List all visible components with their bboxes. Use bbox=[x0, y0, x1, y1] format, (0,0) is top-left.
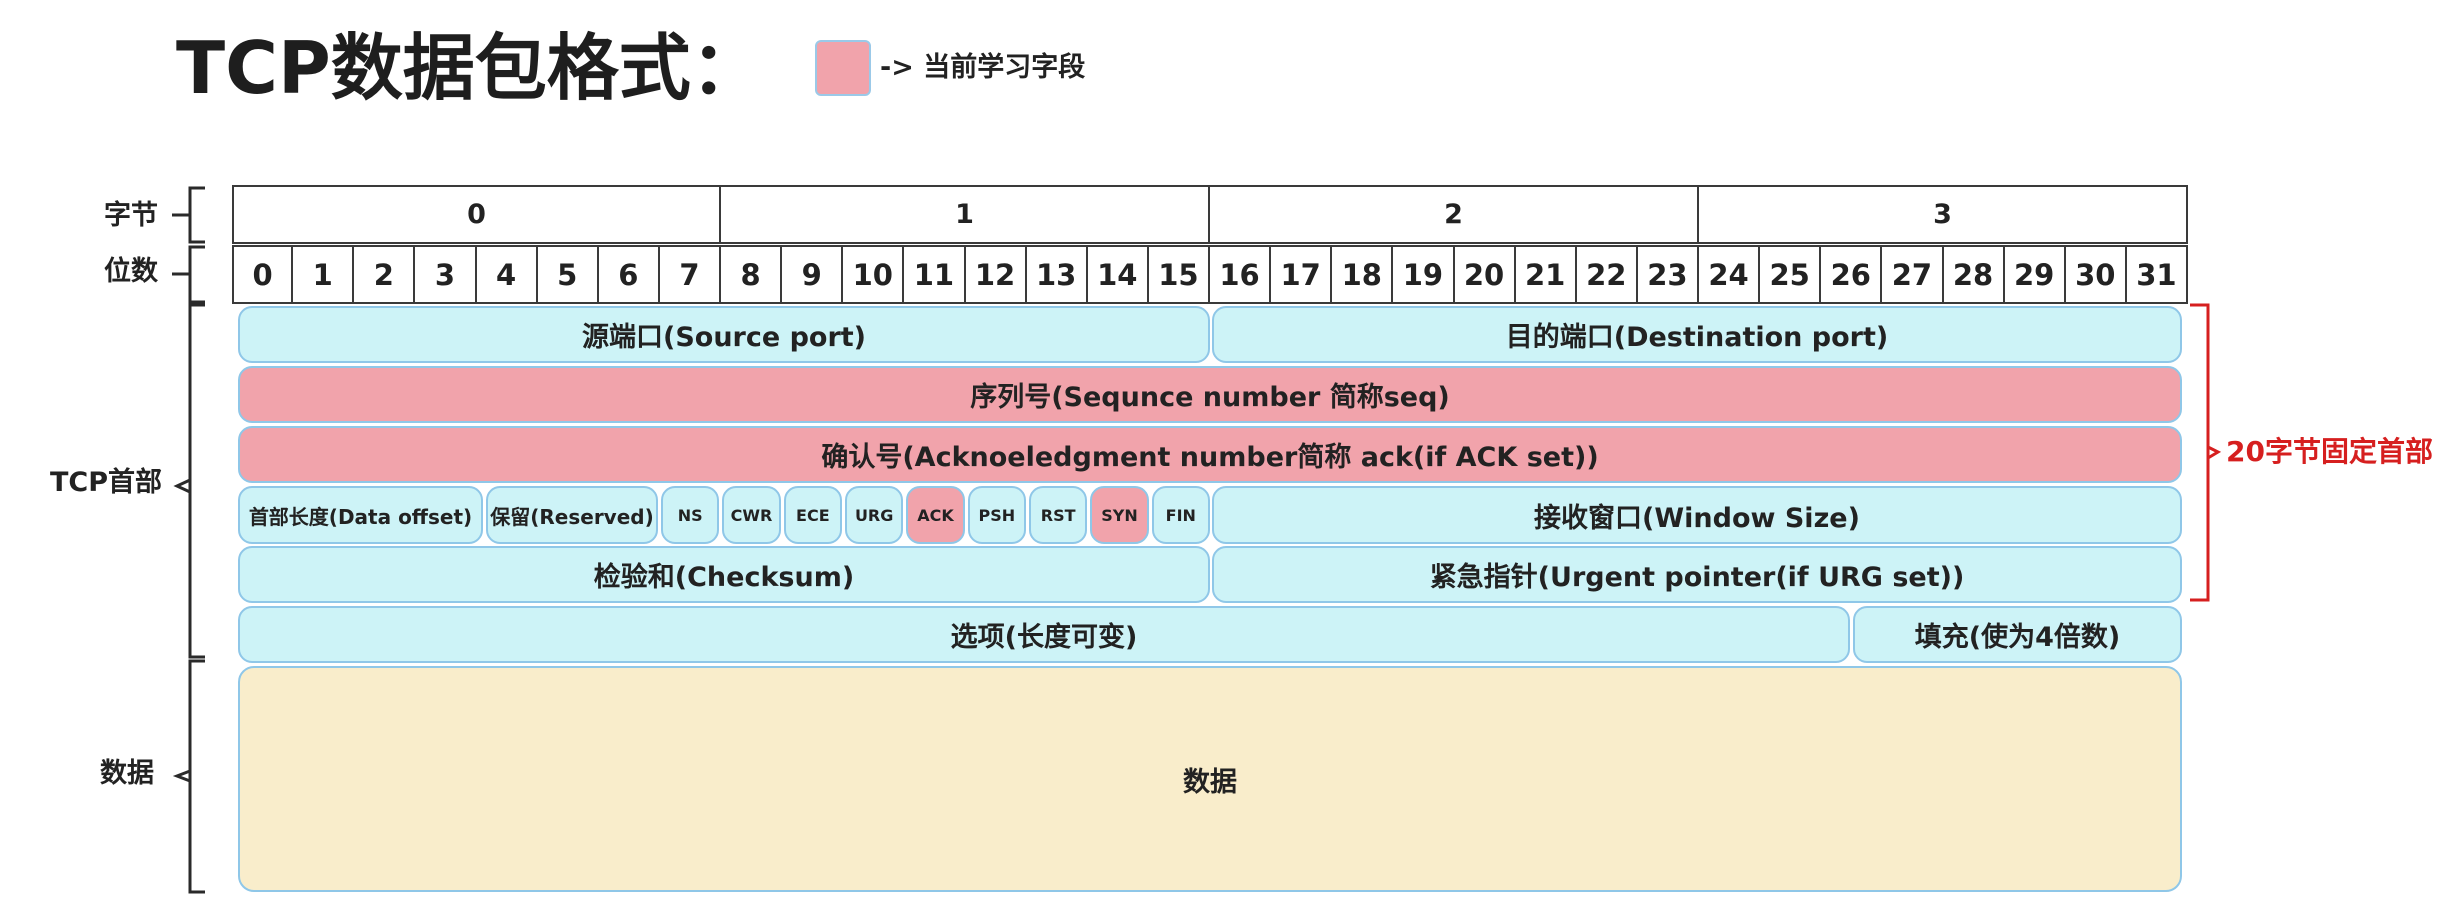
options-field: 选项(长度可变) bbox=[238, 606, 1850, 663]
flag-cwr: CWR bbox=[722, 486, 781, 544]
sequence-number-field: 序列号(Sequnce number 简称seq) bbox=[238, 366, 2182, 423]
bit-cell-7: 7 bbox=[657, 245, 721, 304]
legend-swatch bbox=[815, 40, 871, 96]
bit-cell-0: 0 bbox=[232, 245, 294, 304]
bit-cell-16: 16 bbox=[1208, 245, 1272, 304]
legend-label: -> 当前学习字段 bbox=[880, 52, 1086, 83]
flag-ece: ECE bbox=[783, 486, 842, 544]
padding-field: 填充(使为4倍数) bbox=[1853, 606, 2182, 663]
bit-cell-14: 14 bbox=[1085, 245, 1149, 304]
bit-cell-15: 15 bbox=[1146, 245, 1210, 304]
flag-ack: ACK bbox=[906, 486, 965, 544]
source-port-field: 源端口(Source port) bbox=[238, 306, 1210, 363]
bit-cell-18: 18 bbox=[1330, 245, 1394, 304]
bit-cell-6: 6 bbox=[596, 245, 660, 304]
row-label-tcp-header: TCP首部 bbox=[50, 467, 163, 498]
bit-cell-19: 19 bbox=[1391, 245, 1455, 304]
bit-cell-30: 30 bbox=[2063, 245, 2127, 304]
checksum-field: 检验和(Checksum) bbox=[238, 546, 1210, 603]
urgent-pointer-field: 紧急指针(Urgent pointer(if URG set)) bbox=[1212, 546, 2182, 603]
flag-urg: URG bbox=[845, 486, 904, 544]
data-offset-field: 首部长度(Data offset) bbox=[238, 486, 483, 544]
bit-cell-29: 29 bbox=[2002, 245, 2066, 304]
bit-cell-2: 2 bbox=[352, 245, 416, 304]
flag-fin: FIN bbox=[1151, 486, 1210, 544]
fixed-header-label: 20字节固定首部 bbox=[2226, 435, 2433, 468]
bit-cell-27: 27 bbox=[1880, 245, 1944, 304]
destination-port-field: 目的端口(Destination port) bbox=[1212, 306, 2182, 363]
bit-cell-8: 8 bbox=[719, 245, 783, 304]
bit-cell-1: 1 bbox=[291, 245, 355, 304]
row-label-data: 数据 bbox=[100, 758, 154, 789]
data-field: 数据 bbox=[238, 666, 2182, 892]
bit-cell-11: 11 bbox=[902, 245, 966, 304]
byte-cell-3: 3 bbox=[1697, 185, 2188, 244]
byte-cell-0: 0 bbox=[232, 185, 721, 244]
bit-cell-20: 20 bbox=[1452, 245, 1516, 304]
byte-cell-1: 1 bbox=[719, 185, 1210, 244]
window-size-field: 接收窗口(Window Size) bbox=[1212, 486, 2182, 544]
fixed-header-bracket bbox=[2190, 303, 2222, 602]
bit-cell-25: 25 bbox=[1758, 245, 1822, 304]
reserved-field: 保留(Reserved) bbox=[486, 486, 658, 544]
bit-cell-9: 9 bbox=[780, 245, 844, 304]
bit-cell-10: 10 bbox=[841, 245, 905, 304]
flag-psh: PSH bbox=[967, 486, 1026, 544]
bit-cell-13: 13 bbox=[1024, 245, 1088, 304]
row-label-bits: 位数 bbox=[104, 256, 158, 287]
bit-cell-21: 21 bbox=[1513, 245, 1577, 304]
flag-ns: NS bbox=[661, 486, 720, 544]
bit-cell-24: 24 bbox=[1697, 245, 1761, 304]
bit-cell-12: 12 bbox=[963, 245, 1027, 304]
flag-syn: SYN bbox=[1090, 486, 1149, 544]
bit-cell-31: 31 bbox=[2124, 245, 2188, 304]
bit-cell-23: 23 bbox=[1635, 245, 1699, 304]
bit-cell-4: 4 bbox=[474, 245, 538, 304]
ack-number-field: 确认号(Acknoeledgment number简称 ack(if ACK s… bbox=[238, 426, 2182, 483]
bit-cell-28: 28 bbox=[1941, 245, 2005, 304]
byte-cell-2: 2 bbox=[1208, 185, 1699, 244]
bit-cell-22: 22 bbox=[1574, 245, 1638, 304]
bit-cell-3: 3 bbox=[413, 245, 477, 304]
bit-cell-5: 5 bbox=[535, 245, 599, 304]
flag-rst: RST bbox=[1029, 486, 1088, 544]
page-title: TCP数据包格式： bbox=[176, 26, 763, 110]
bit-cell-17: 17 bbox=[1269, 245, 1333, 304]
bit-cell-26: 26 bbox=[1819, 245, 1883, 304]
row-label-byte: 字节 bbox=[104, 200, 158, 231]
